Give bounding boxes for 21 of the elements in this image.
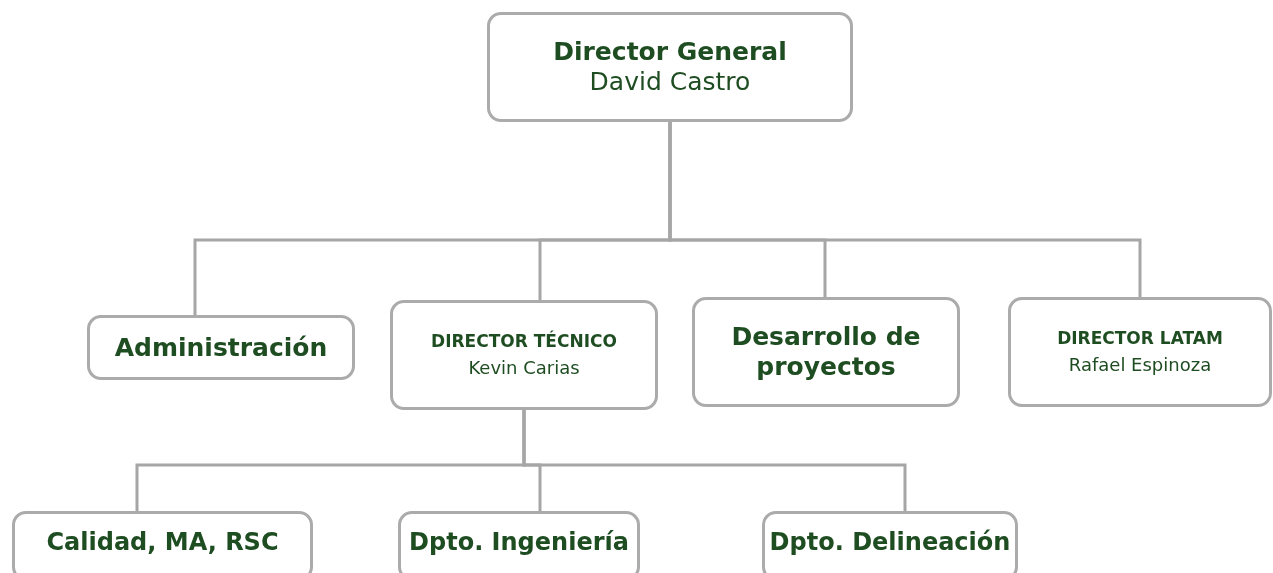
connector-line xyxy=(668,122,1142,297)
position-title: Administración xyxy=(114,332,328,363)
position-box xyxy=(12,511,313,573)
position-title: Desarrollo de proyectos xyxy=(730,322,922,382)
connector-line xyxy=(522,410,907,511)
position-box xyxy=(1008,297,1272,407)
position-title: DIRECTOR LATAM xyxy=(1057,328,1223,349)
position-box xyxy=(692,297,960,407)
position-box xyxy=(487,12,853,122)
position-title: Dpto. Ingeniería xyxy=(409,528,629,557)
position-box xyxy=(762,511,1018,573)
person-name: Rafael Espinoza xyxy=(1068,354,1212,376)
position-box xyxy=(398,511,640,573)
position-box xyxy=(87,315,355,380)
position-title: Calidad, MA, RSC xyxy=(46,528,279,557)
position-title: Director General xyxy=(553,37,787,67)
person-name: Kevin Carias xyxy=(468,357,580,379)
position-title: Dpto. Delineación xyxy=(769,528,1011,557)
position-title: DIRECTOR TÉCNICO xyxy=(431,331,617,352)
person-name: David Castro xyxy=(589,67,751,97)
position-box xyxy=(390,300,658,410)
